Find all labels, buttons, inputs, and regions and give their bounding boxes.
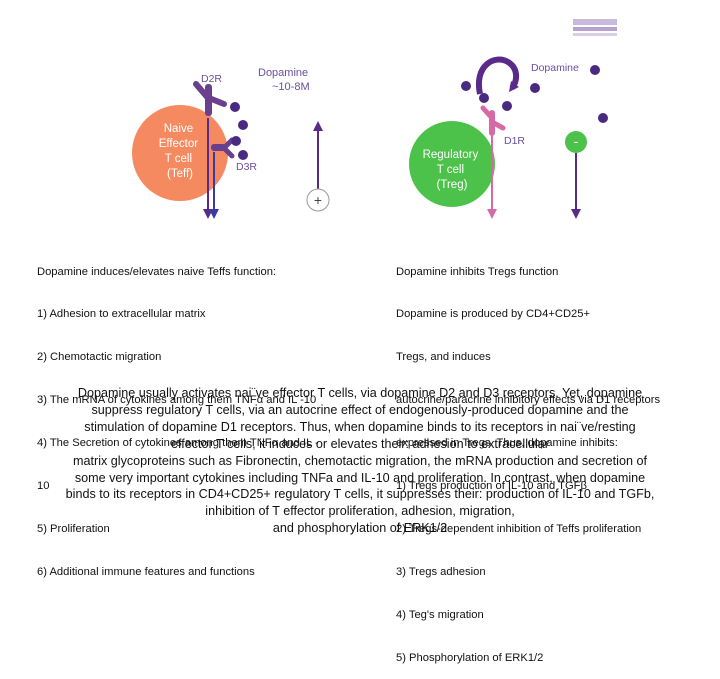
d2r-receptor	[193, 81, 227, 116]
dopamine-molecule	[231, 136, 241, 146]
treg-effects-line: 1) Tregs production of IL-10 and TGFβ	[396, 480, 587, 493]
treg-effects-line: 5) Phosphorylation of ERK1/2	[396, 651, 544, 664]
treg-effects-line: Dopamine inhibits Tregs function	[396, 265, 559, 278]
teff-effects-line: 2) Chemotactic migration	[37, 351, 162, 364]
treg-panel: Regulatory T cell (Treg) D1R Dopamine -	[409, 19, 617, 219]
d3r-receptor	[211, 137, 235, 159]
teff-cell	[132, 105, 228, 201]
dopamine-tcell-diagram: Naive Effector T cell (Teff) D2R D3R Dop…	[132, 19, 617, 219]
teff-effects-line: 4) The Secretion of cytokines among them…	[37, 437, 319, 450]
dopamine-molecule	[479, 93, 489, 103]
dopamine-molecule	[590, 65, 600, 75]
summary-line: binds to its receptors in CD4+CD25+ regu…	[65, 487, 655, 502]
dopamine-molecule	[598, 113, 608, 123]
treg-effects-line: Tregs, and induces	[396, 351, 491, 364]
dopamine-molecule	[530, 83, 540, 93]
teff-effects-line: 10	[37, 480, 50, 493]
summary-line: stimulation of dopamine D1 receptors. Th…	[84, 419, 636, 434]
teff-effects-line: 6) Additional immune features and functi…	[37, 565, 255, 578]
summary-paragraph: Dopamine usually activates nai¨ve effect…	[16, 385, 704, 537]
teff-effects-line: 3) The mRNA of cytokines among them TNFα…	[37, 394, 317, 407]
treg-effects-line: autocrine/paracrine inhibitory effects v…	[396, 394, 661, 407]
d1r-label: D1R	[504, 135, 525, 147]
autocrine-curved-arrow	[475, 56, 520, 95]
minus-sign: -	[574, 133, 579, 149]
summary-line: effector T cells, it induces or elevates…	[170, 436, 549, 451]
teff-cell-label: Naive Effector T cell (Teff)	[159, 123, 202, 180]
dopamine-molecule	[238, 150, 248, 160]
summary-line: some very important cytokines including …	[74, 470, 646, 485]
teff-panel: Naive Effector T cell (Teff) D2R D3R Dop…	[132, 67, 330, 219]
minus-badge	[565, 131, 587, 153]
summary-line: inhibition of T effector proliferation, …	[205, 504, 515, 519]
summary-line: matrix glycoproteins such as Fibronectin…	[73, 453, 647, 468]
plus-badge	[306, 188, 330, 212]
d3r-label: D3R	[236, 161, 257, 173]
dopamine-molecule	[461, 81, 471, 91]
d2r-label: D2R	[201, 73, 222, 85]
treg-effects-line: Dopamine is produced by CD4+CD25+	[396, 308, 591, 321]
d1r-receptor	[480, 105, 506, 136]
teff-effects-line: 5) Proliferation	[37, 522, 110, 535]
dopamine-molecule	[502, 101, 512, 111]
treg-effects-line: 2) Tregs-dependent inhibition of Teffs p…	[396, 522, 642, 535]
dopamine-concentration-label: Dopamine ~10-8M	[258, 67, 311, 93]
teff-effects-line: Dopamine induces/elevates naive Teffs fu…	[37, 265, 277, 278]
plus-sign: +	[314, 192, 322, 208]
decorative-bars	[573, 19, 617, 36]
treg-cell-label: Regulatory T cell (Treg)	[423, 149, 482, 191]
dopamine-molecule	[238, 120, 248, 130]
treg-cell	[409, 121, 495, 207]
dopamine-label: Dopamine	[531, 62, 579, 74]
summary-line: and phosphorylation of ERK1/2	[272, 521, 448, 536]
summary-line: Dopamine usually activates nai¨ve effect…	[77, 386, 643, 400]
treg-effects-line: 3) Tregs adhesion	[396, 565, 486, 578]
treg-effects-line: expressed in Tregs. Thus, dopamine inhib…	[396, 437, 618, 450]
summary-line: suppress regulatory T cells, via an auto…	[91, 402, 629, 417]
treg-effects-line: 4) Teg's migration	[396, 608, 484, 621]
dopamine-molecule	[230, 102, 240, 112]
teff-effects-line: 1) Adhesion to extracellular matrix	[37, 308, 206, 321]
